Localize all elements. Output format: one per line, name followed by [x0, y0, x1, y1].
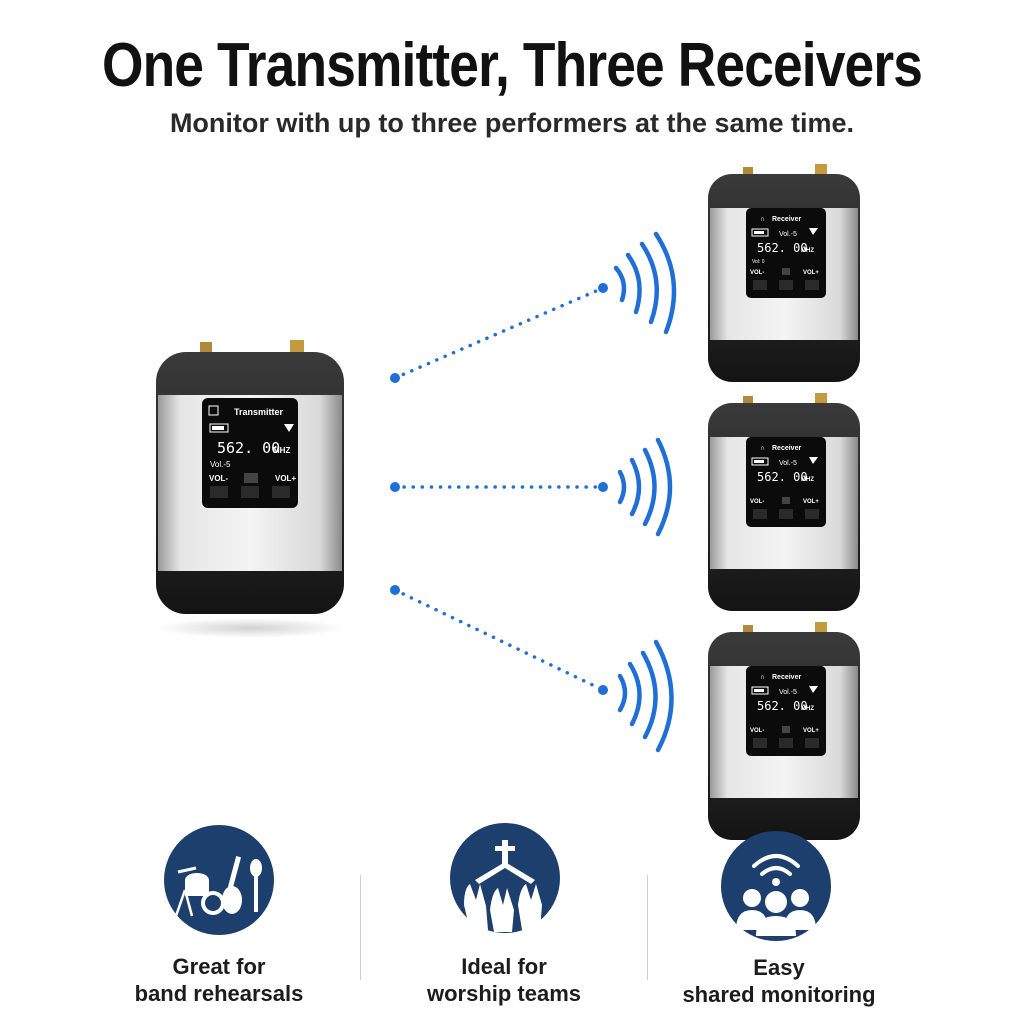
feature-band-rehearsals: Great for band rehearsals: [94, 953, 344, 1007]
wireless-waves-icon: [613, 231, 677, 335]
receiver-frequency: 562. 00: [757, 699, 808, 713]
receiver-name: Receiver: [772, 216, 801, 223]
feature-line-2: band rehearsals: [134, 981, 304, 1006]
receiver-vol-minus: VOL-: [750, 728, 764, 734]
transmitter-vol-minus: VOL-: [209, 474, 228, 483]
transmitter-vol-plus: VOL+: [275, 474, 296, 483]
feature-line-1: Easy: [753, 955, 805, 980]
vol-plus-button[interactable]: [272, 486, 290, 498]
vol-plus-button[interactable]: [805, 738, 819, 748]
menu-icon: [244, 473, 258, 483]
page-subtitle: Monitor with up to three performers at t…: [169, 108, 855, 138]
signal-link-top: [390, 231, 677, 383]
receiver-frequency: 562. 00: [757, 241, 808, 255]
receiver-vol-plus: VOL+: [803, 270, 819, 276]
receiver-screen: [746, 437, 826, 527]
battery-icon: [751, 457, 769, 466]
feature-divider: [647, 875, 648, 980]
wireless-waves-icon: [617, 437, 673, 537]
signal-link-middle: [390, 437, 673, 537]
receiver-device-3: ∩ Receiver Vol.-5 562. 00 MHZ VOL- VOL+: [708, 622, 860, 840]
receiver-volume: Vol.-5: [779, 689, 797, 696]
battery-icon: [209, 423, 229, 433]
receiver-frequency: 562. 00: [757, 470, 808, 484]
receiver-name: Receiver: [772, 445, 801, 452]
menu-button[interactable]: [779, 280, 793, 290]
group-wireless-icon: [721, 831, 831, 941]
worship-hands-cross-icon: [450, 823, 560, 933]
receiver-device-2: ∩ Receiver Vol.-5 562. 00 MHZ VOL- VOL+: [708, 393, 860, 611]
receiver-vol-plus: VOL+: [803, 499, 819, 505]
receiver-vol-minus: VOL-: [750, 270, 764, 276]
transmitter-name: Transmitter: [234, 407, 284, 417]
receiver-device-1: ∩ Receiver Vol.-5 562. 00 MHZ Vol: 0 VOL…: [708, 164, 860, 382]
headphone-icon: ∩: [760, 674, 765, 681]
receiver-frequency-unit: MHZ: [801, 248, 814, 254]
vol-plus-button[interactable]: [805, 509, 819, 519]
transmitter-screen: [202, 398, 298, 508]
vol-minus-button[interactable]: [753, 509, 767, 519]
receiver-frequency-unit: MHZ: [801, 706, 814, 712]
headphone-icon: ∩: [760, 445, 765, 452]
signal-strength-icon: [809, 457, 818, 464]
menu-button[interactable]: [779, 509, 793, 519]
feature-divider: [360, 875, 361, 980]
menu-button[interactable]: [779, 738, 793, 748]
vol-minus-button[interactable]: [210, 486, 228, 498]
signal-strength-icon: [809, 228, 818, 235]
feature-line-2: shared monitoring: [682, 982, 876, 1007]
music-note-icon: [208, 405, 219, 416]
feature-shared-monitoring: Easy shared monitoring: [654, 954, 904, 1008]
receiver-name: Receiver: [772, 674, 801, 681]
feature-line-1: Ideal for: [461, 954, 547, 979]
headphone-icon: ∩: [760, 216, 765, 223]
receiver-vol-minus: VOL-: [750, 499, 764, 505]
receiver-extra: Vol: 0: [752, 259, 765, 265]
signal-link-bottom: [390, 585, 674, 753]
transmitter-frequency-unit: MHZ: [273, 446, 290, 455]
band-instruments-icon: [164, 825, 274, 935]
receiver-screen: [746, 208, 826, 298]
vol-minus-button[interactable]: [753, 280, 767, 290]
transmitter-frequency: 562. 00: [217, 439, 280, 457]
feature-line-2: worship teams: [426, 981, 582, 1006]
receiver-volume: Vol.-5: [779, 231, 797, 238]
signal-strength-icon: [284, 424, 294, 432]
vol-plus-button[interactable]: [805, 280, 819, 290]
feature-worship-teams: Ideal for worship teams: [379, 953, 629, 1007]
receiver-volume: Vol.-5: [779, 460, 797, 467]
menu-button[interactable]: [241, 486, 259, 498]
feature-line-1: Great for: [172, 954, 266, 979]
battery-icon: [751, 686, 769, 695]
receiver-vol-plus: VOL+: [803, 728, 819, 734]
page-title: One Transmitter, Three Receivers: [101, 31, 923, 100]
wireless-waves-icon: [617, 639, 674, 753]
receiver-frequency-unit: MHZ: [801, 477, 814, 483]
transmitter-device: Transmitter 562. 00 MHZ Vol.-5 VOL- VOL+: [155, 340, 345, 638]
receiver-screen: [746, 666, 826, 756]
vol-minus-button[interactable]: [753, 738, 767, 748]
transmitter-volume: Vol.-5: [210, 460, 231, 469]
battery-icon: [751, 228, 769, 237]
signal-strength-icon: [809, 686, 818, 693]
